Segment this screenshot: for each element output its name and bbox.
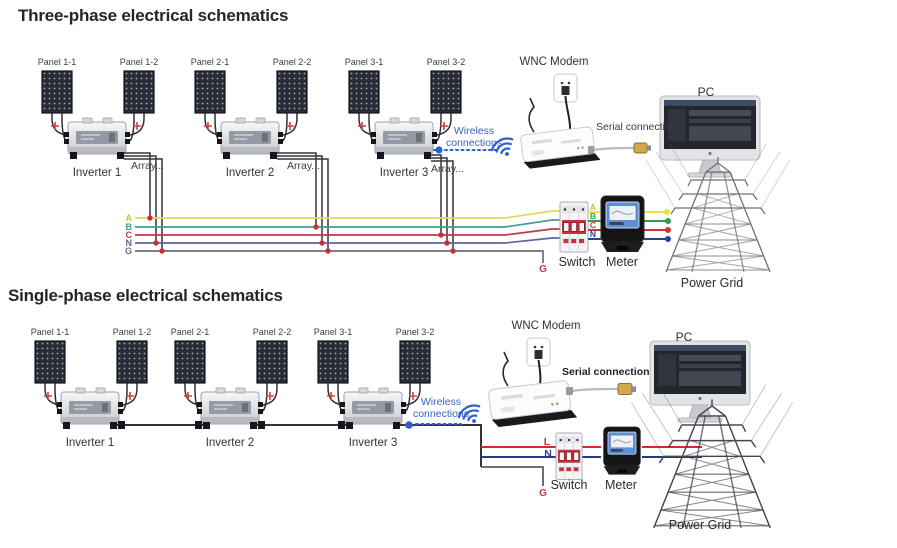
bus-label-b: B xyxy=(125,222,133,232)
panel-label: Panel 3-2 xyxy=(426,57,466,67)
array-label: Array... xyxy=(287,160,321,172)
three-phase-title: Three-phase electrical schematics xyxy=(18,6,289,25)
serial-connection-label: Serial connection xyxy=(596,121,677,133)
ground-label: G xyxy=(539,488,547,499)
panel-label: Panel 1-1 xyxy=(30,327,70,337)
array-label: Array... xyxy=(431,163,465,175)
pc-monitor xyxy=(659,95,761,178)
modem-antenna xyxy=(502,351,509,387)
panel-label: Panel 1-2 xyxy=(119,57,159,67)
wireless-label: Wireless connections xyxy=(412,396,470,420)
pc-label: PC xyxy=(675,330,693,344)
wnc-modem xyxy=(487,379,578,429)
junction-dots xyxy=(147,215,456,254)
inverter-label: Inverter 2 xyxy=(225,167,275,179)
line-wires xyxy=(481,446,702,486)
panel-label: Panel 3-2 xyxy=(395,327,435,337)
power-cable xyxy=(564,95,572,132)
meter-wires xyxy=(588,209,671,242)
single-phase-diagram xyxy=(35,337,794,529)
bus-label-n: N xyxy=(125,238,133,248)
switch-label: Switch xyxy=(558,255,596,269)
inverter-label: Inverter 2 xyxy=(205,437,255,449)
wnc-modem-label: WNC Modem xyxy=(519,56,589,68)
inverter-label: Inverter 1 xyxy=(65,437,115,449)
panel-label: Panel 1-1 xyxy=(37,57,77,67)
inverter-label: Inverter 1 xyxy=(72,167,122,179)
bus-label-g: G xyxy=(124,246,132,256)
switch-label: Switch xyxy=(550,478,588,492)
meter-label: Meter xyxy=(606,255,638,269)
energy-meter xyxy=(603,426,641,476)
power-grid-tower xyxy=(645,143,791,273)
panel-label: Panel 1-2 xyxy=(112,327,152,337)
serial-connection-label: Serial connection xyxy=(562,366,650,378)
pc-monitor xyxy=(649,340,751,423)
switch-breaker xyxy=(555,432,583,480)
panel-label: Panel 3-1 xyxy=(313,327,353,337)
energy-meter xyxy=(600,195,645,253)
pv-inverter-group-2 xyxy=(195,71,307,159)
serial-cable xyxy=(566,383,636,395)
panel-label: Panel 2-2 xyxy=(272,57,312,67)
panel-label: Panel 2-2 xyxy=(252,327,292,337)
panel-label: Panel 3-1 xyxy=(344,57,384,67)
phase-bus-wires xyxy=(135,210,560,263)
pc-label: PC xyxy=(697,85,715,99)
inverter-label: Inverter 3 xyxy=(379,167,429,179)
panel-label: Panel 2-1 xyxy=(170,327,210,337)
power-grid-label: Power Grid xyxy=(680,276,744,290)
power-cable xyxy=(537,359,542,386)
wireless-node-dot xyxy=(435,146,443,154)
panel-label: Panel 2-1 xyxy=(190,57,230,67)
daisy-chain-cables xyxy=(117,421,482,467)
bus-label-c: C xyxy=(125,230,133,240)
pv-inverter-group-1 xyxy=(42,71,154,159)
serial-cable xyxy=(588,142,651,154)
power-grid-label: Power Grid xyxy=(668,518,732,532)
meter-wire-label-b: B xyxy=(589,211,597,221)
inverter-trunk-cables xyxy=(124,152,454,251)
meter-wire-label-c: C xyxy=(589,220,597,230)
modem-antenna xyxy=(528,97,535,133)
ground-label: G xyxy=(539,264,547,275)
array-label: Array... xyxy=(131,160,165,172)
inverter-label: Inverter 3 xyxy=(348,437,398,449)
meter-label: Meter xyxy=(605,478,637,492)
three-phase-diagram xyxy=(42,71,791,273)
meter-wire-label-n: N xyxy=(589,229,597,239)
live-wire-label: L xyxy=(543,436,551,448)
switch-breaker xyxy=(559,201,589,253)
single-phase-title: Single-phase electrical schematics xyxy=(8,286,283,305)
wnc-modem-label: WNC Modem xyxy=(511,320,581,332)
wireless-label: Wireless connections xyxy=(445,125,503,149)
pv-inverter-group-2 xyxy=(175,341,287,429)
wireless-node-dot xyxy=(405,421,413,429)
bus-label-a: A xyxy=(125,213,133,223)
pv-inverter-group-1 xyxy=(35,341,147,429)
meter-wire-label-a: A xyxy=(589,202,597,212)
neutral-wire-label: N xyxy=(544,448,552,460)
